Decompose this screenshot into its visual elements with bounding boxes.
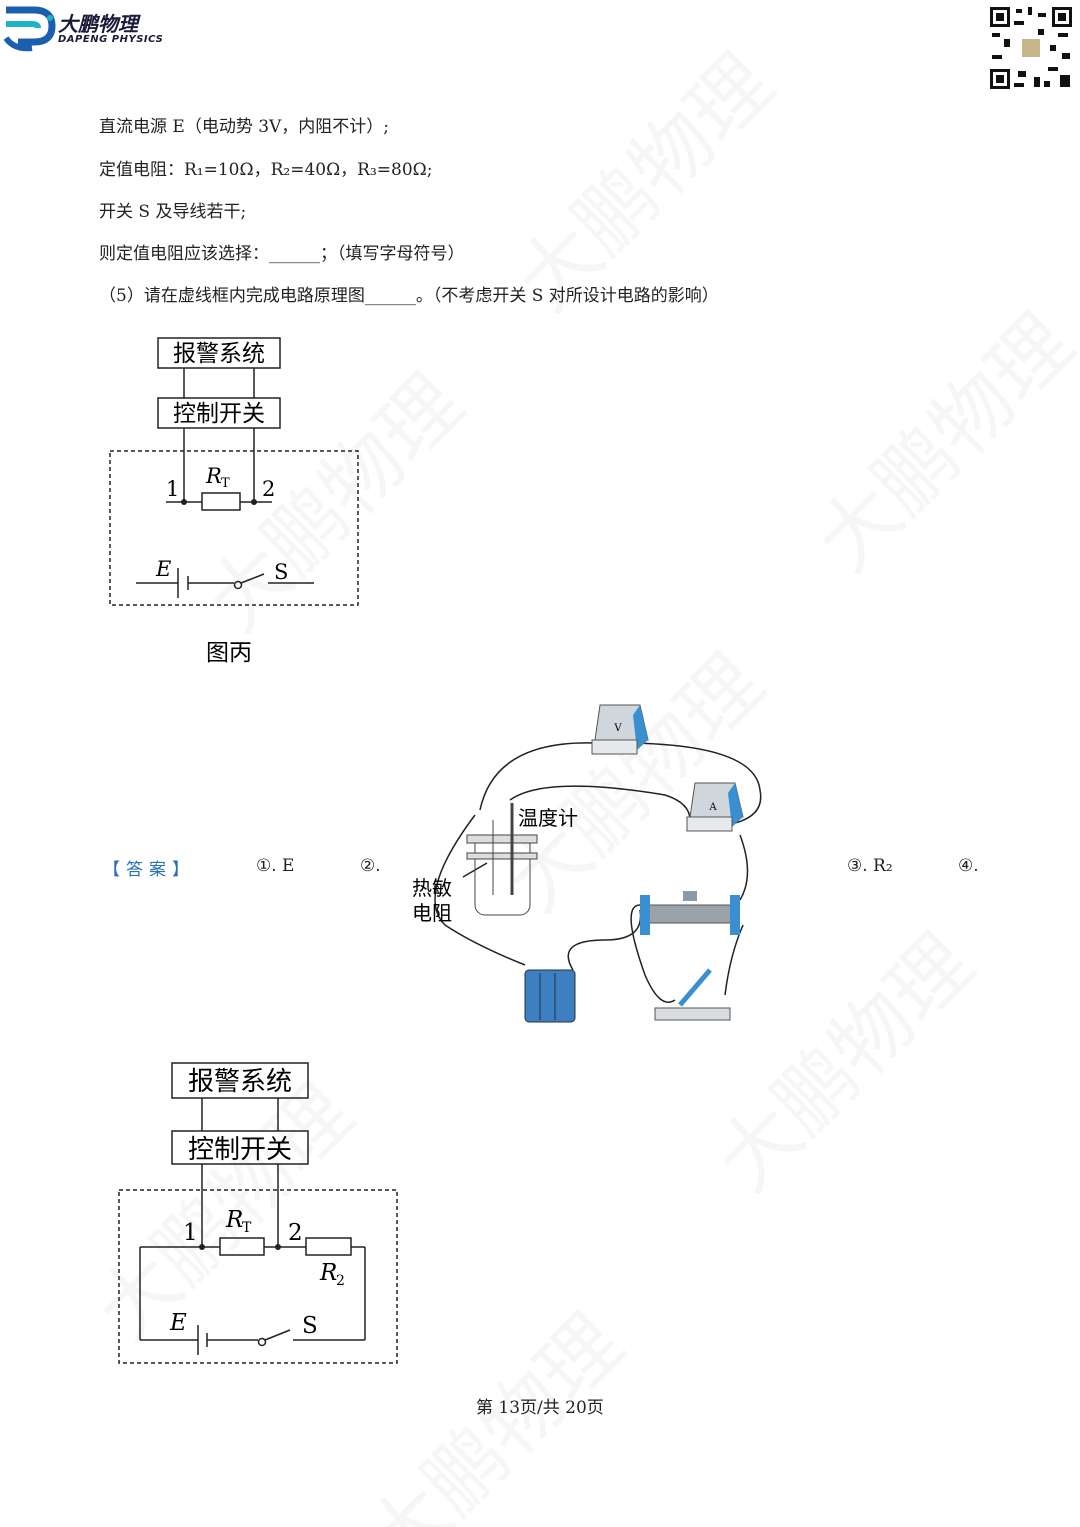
rheostat-icon	[640, 891, 740, 935]
rt-label: R	[205, 464, 222, 488]
figure-caption: 图丙	[206, 640, 252, 666]
r2-label: R	[319, 1260, 337, 1286]
ammeter-label: A	[708, 802, 717, 813]
brand-name-en: DAPENG PHYSICS	[58, 34, 164, 45]
switch-icon	[654, 968, 731, 1021]
experiment-apparatus: V A 温度计 热敏 电阻	[412, 704, 762, 1023]
switch-s-label: S	[302, 1313, 318, 1339]
rt-subscript: T	[221, 476, 230, 491]
battery-e-label: E	[169, 1310, 187, 1336]
voltmeter-label: V	[613, 723, 622, 734]
watermark: 大鹏物理	[786, 284, 1080, 592]
circuit-figure-bing: 报警系统 控制开关 R T 1 2 E S 图丙	[109, 337, 359, 666]
ammeter-icon: A	[686, 782, 744, 832]
switch-s-label: S	[274, 560, 288, 584]
alarm-system-label: 报警系统	[188, 1067, 292, 1097]
answer-1: ①. E	[256, 856, 295, 876]
rt-label: R	[225, 1207, 243, 1233]
brand-name: 大鹏物理	[58, 12, 138, 36]
answer-2: ②.	[360, 856, 381, 876]
terminal-1-label: 1	[166, 477, 179, 501]
terminal-1-label: 1	[183, 1220, 198, 1246]
thermistor-label-2: 电阻	[412, 901, 452, 925]
answer-label: 【答案】	[103, 860, 195, 880]
thermistor-label-1: 热敏	[412, 876, 452, 900]
voltmeter-icon: V	[591, 704, 649, 755]
logo-icon	[3, 6, 56, 52]
beaker-icon	[466, 803, 538, 916]
text-line-resistors: 定值电阻：R₁=10Ω，R₂=40Ω，R₃=80Ω;	[99, 160, 433, 180]
battery-e-label: E	[155, 557, 171, 581]
circuit-figure-answer: 报警系统 控制开关 R T R 2 1 2 E S	[118, 1062, 398, 1364]
text-line-power: 直流电源 E（电动势 3V，内阻不计）;	[99, 117, 390, 137]
battery-icon	[524, 969, 576, 1023]
terminal-2-label: 2	[288, 1220, 303, 1246]
qr-code-icon	[988, 5, 1074, 91]
answer-3: ③. R₂	[847, 856, 893, 876]
control-switch-label: 控制开关	[188, 1135, 292, 1165]
brand-logo	[3, 4, 58, 56]
alarm-system-label: 报警系统	[173, 341, 265, 367]
control-switch-label: 控制开关	[173, 401, 265, 427]
text-line-switch: 开关 S 及导线若干;	[99, 202, 247, 222]
page-footer: 第 13页/共 20页	[476, 1398, 604, 1418]
answer-4: ④.	[958, 856, 979, 876]
thermometer-label: 温度计	[518, 806, 578, 830]
terminal-2-label: 2	[262, 477, 275, 501]
rt-subscript: T	[242, 1220, 252, 1236]
text-line-question5: （5）请在虚线框内完成电路原理图______。（不考虑开关 S 对所设计电路的影…	[99, 286, 719, 306]
r2-subscript: 2	[336, 1273, 345, 1289]
text-line-question4: 则定值电阻应该选择：______；（填写字母符号）	[99, 244, 465, 264]
